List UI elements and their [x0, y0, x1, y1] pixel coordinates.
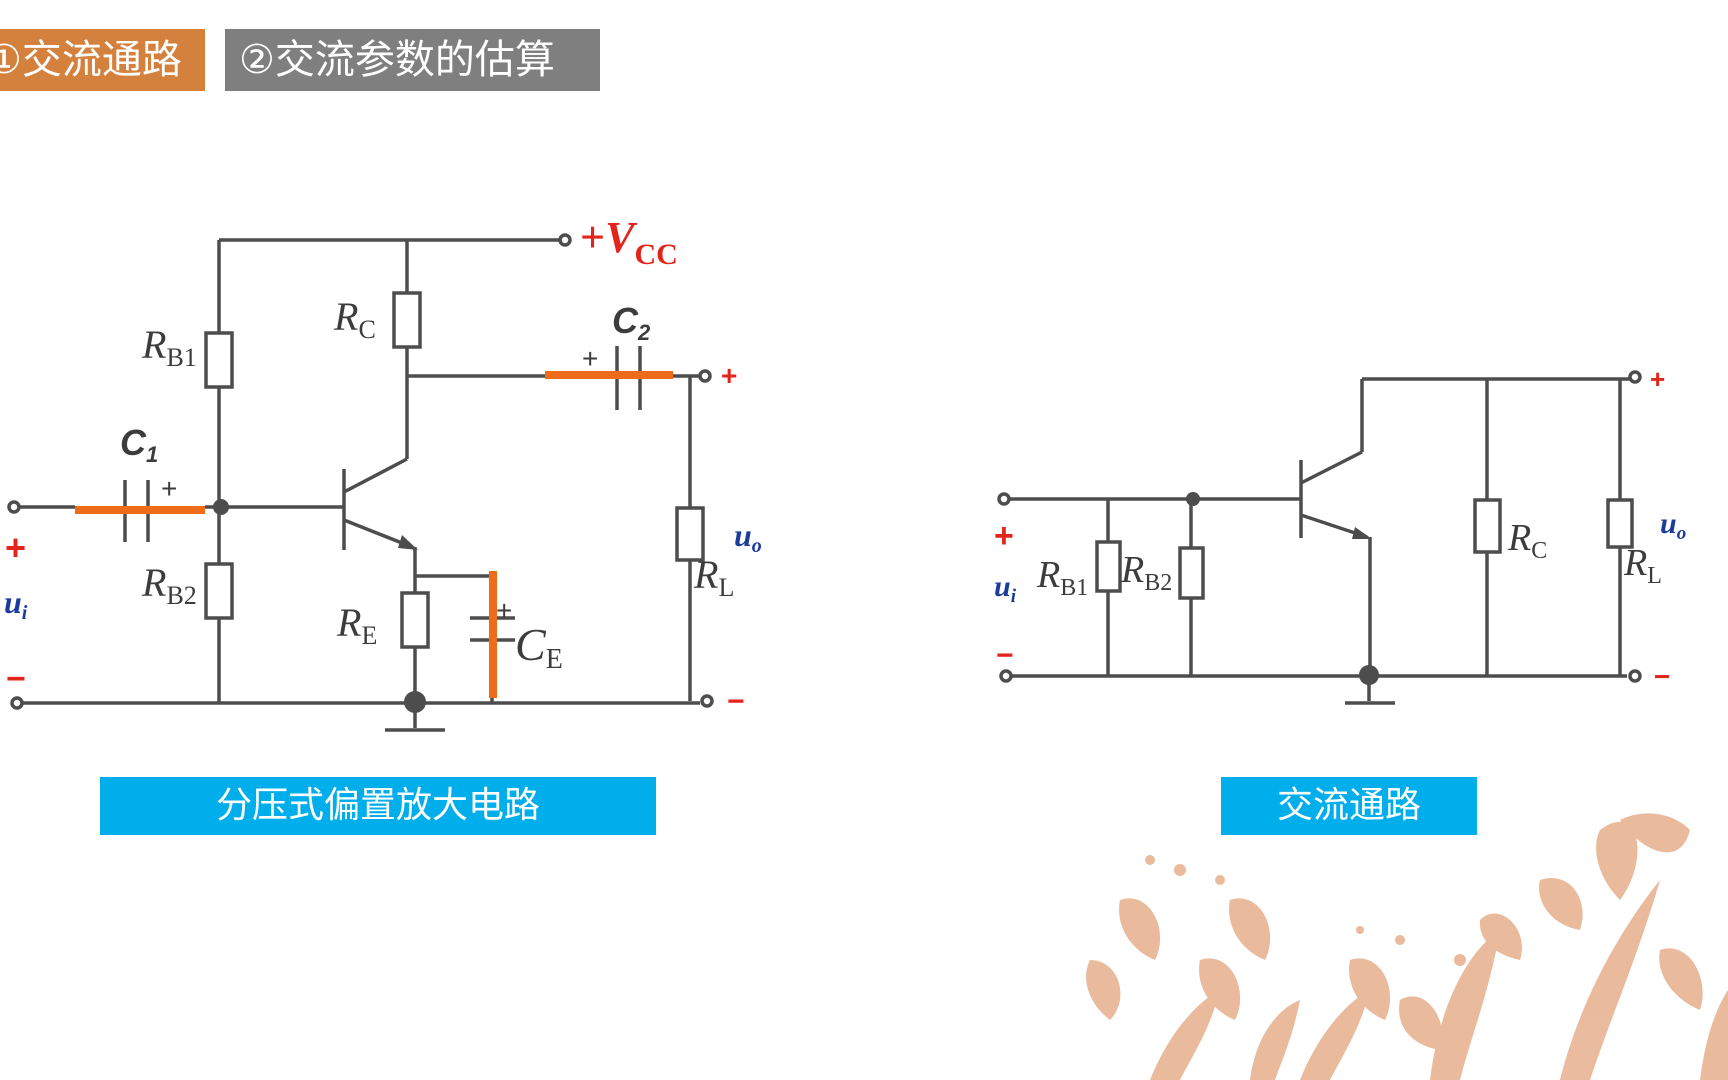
ac-rl-resistor: [1606, 498, 1634, 549]
base-junction: [213, 499, 229, 515]
voltage-divider-bias-amplifier: [19, 238, 700, 732]
caption-ac-path: 交流通路: [1221, 777, 1477, 835]
output-minus: −: [727, 685, 745, 718]
tab-ac-path[interactable]: ①交流通路: [0, 29, 205, 91]
output-terminal-top: [698, 369, 712, 383]
input-plus: +: [5, 527, 26, 568]
ac-ground-junction: [1359, 665, 1379, 685]
rb1-resistor: [204, 331, 234, 389]
ac-input-plus: +: [994, 517, 1014, 555]
rb2-label: RB2: [141, 560, 197, 610]
ground-junction: [404, 691, 426, 713]
output-terminal-bottom: [700, 694, 714, 708]
input-terminal-top: [7, 500, 21, 514]
tab-ac-parameter-estimation[interactable]: ②交流参数的估算: [225, 29, 600, 91]
ac-base-junction: [1186, 492, 1200, 506]
vcc-terminal: [558, 233, 572, 247]
c1-label: C1: [120, 422, 158, 467]
uo-label: uo: [734, 517, 762, 557]
c1-plus: +: [161, 473, 177, 504]
emitter-arrow-icon: [398, 535, 418, 550]
re-label: RE: [336, 600, 377, 650]
ui-label: ui: [4, 584, 28, 624]
capacitor-short-highlights: [75, 371, 673, 698]
vcc-label: +VCC: [580, 213, 678, 271]
caption-voltage-divider-amplifier: 分压式偏置放大电路: [100, 777, 656, 835]
ac-rb2-label: RB2: [1120, 549, 1172, 596]
floral-decoration: [1086, 813, 1728, 1080]
ac-rb1-label: RB1: [1036, 554, 1088, 601]
ac-output-minus: −: [1654, 661, 1670, 692]
ce-plus: +: [496, 595, 512, 626]
c2-label: C2: [612, 300, 651, 345]
input-terminal-bottom: [10, 696, 24, 710]
rb1-label: RB1: [141, 322, 197, 372]
ac-emitter-arrow-icon: [1352, 527, 1372, 539]
rl-label: RL: [693, 552, 734, 602]
ac-input-terminal-bottom: [999, 669, 1013, 683]
ac-rc-label: RC: [1507, 517, 1547, 564]
ac-rl-label: RL: [1623, 542, 1662, 589]
re-resistor: [400, 591, 430, 649]
ac-ui-label: ui: [994, 570, 1017, 607]
output-plus: +: [721, 360, 737, 391]
ac-rc-resistor: [1473, 498, 1502, 554]
input-minus: −: [6, 660, 26, 698]
rc-label: RC: [333, 294, 376, 344]
ac-uo-label: uo: [1660, 507, 1686, 544]
ce-label: CE: [515, 619, 563, 675]
rc-resistor: [392, 291, 422, 349]
ac-output-plus: +: [1650, 364, 1665, 394]
ac-output-terminal-bottom: [1628, 669, 1642, 683]
c2-plus: +: [582, 343, 598, 374]
rb2-resistor: [204, 562, 234, 620]
ac-rb1-resistor: [1095, 540, 1122, 593]
ac-input-minus: −: [996, 639, 1014, 672]
rl-resistor: [675, 506, 705, 562]
ac-equivalent-circuit: [1008, 377, 1630, 705]
ac-input-terminal-top: [997, 492, 1011, 506]
ac-rb2-resistor: [1178, 546, 1205, 600]
ac-output-terminal-top: [1628, 370, 1642, 384]
